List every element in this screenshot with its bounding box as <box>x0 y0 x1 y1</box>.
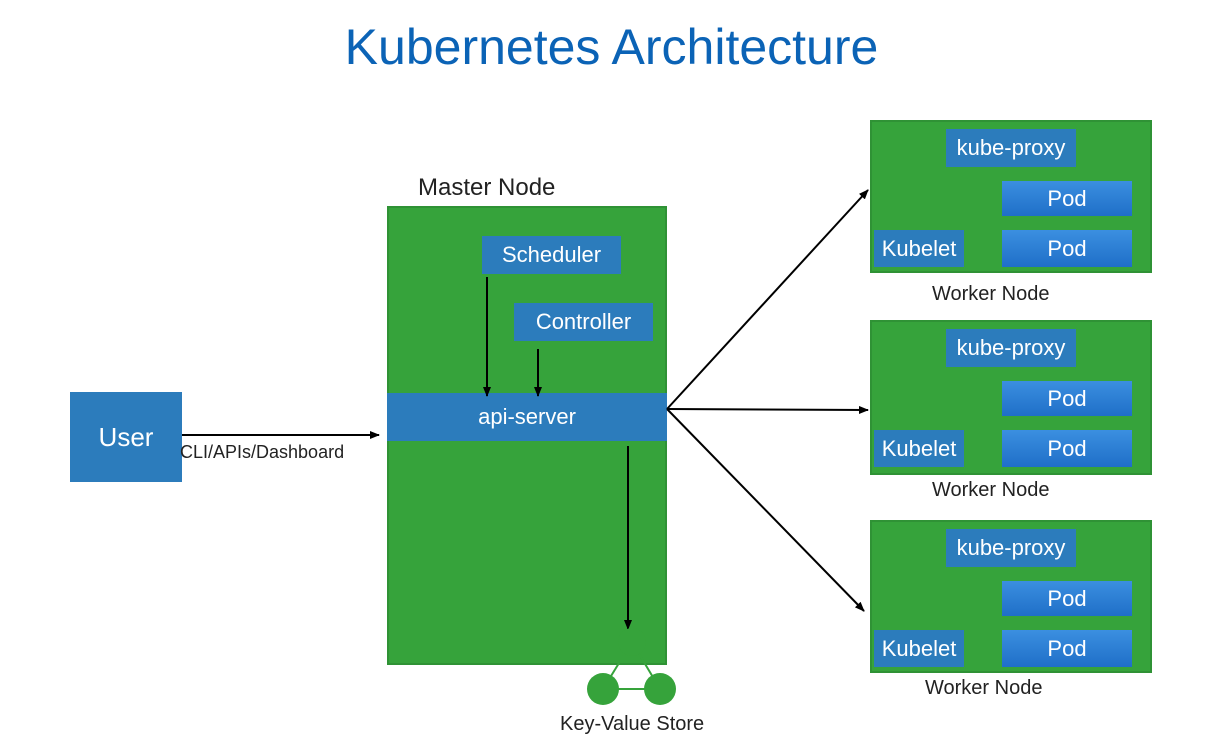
kubelet-box-1[interactable]: Kubelet <box>874 230 964 267</box>
api-server-box[interactable]: api-server <box>387 393 667 441</box>
diagram-title: Kubernetes Architecture <box>344 19 879 75</box>
scheduler-box[interactable]: Scheduler <box>482 236 621 274</box>
user-link-label: CLI/APIs/Dashboard <box>180 442 345 462</box>
kubelet-box-3[interactable]: Kubelet <box>874 630 964 667</box>
kube-proxy-box-1[interactable]: kube-proxy <box>946 129 1076 167</box>
kv-store-icon[interactable] <box>587 628 676 705</box>
api-server-label: api-server <box>478 404 576 429</box>
pod-box-1b[interactable]: Pod <box>1002 230 1132 267</box>
controller-label: Controller <box>535 309 632 334</box>
kv-node-left <box>587 673 619 705</box>
pod-label: Pod <box>1047 635 1087 661</box>
worker-node-label-1: Worker Node <box>932 283 1050 305</box>
kubelet-label: Kubelet <box>881 235 957 261</box>
kube-proxy-label: kube-proxy <box>956 135 1066 160</box>
worker-node-label-2: Worker Node <box>932 479 1050 501</box>
pod-box-2b[interactable]: Pod <box>1002 430 1132 467</box>
pod-box-3a[interactable]: Pod <box>1002 581 1132 616</box>
scheduler-label: Scheduler <box>501 242 602 267</box>
api-to-worker1-arrow <box>666 189 869 410</box>
api-to-worker2-arrow <box>666 405 869 414</box>
kv-node-right <box>644 673 676 705</box>
kv-store-label: Key-Value Store <box>560 713 705 735</box>
kv-node-top <box>618 628 646 656</box>
kubelet-label: Kubelet <box>881 435 957 461</box>
kube-proxy-box-3[interactable]: kube-proxy <box>946 529 1076 567</box>
kube-proxy-box-2[interactable]: kube-proxy <box>946 329 1076 367</box>
pod-box-1a[interactable]: Pod <box>1002 181 1132 216</box>
pod-label: Pod <box>1047 235 1087 261</box>
worker-node-label-3: Worker Node <box>925 677 1043 699</box>
kubelet-label: Kubelet <box>881 635 957 661</box>
kube-proxy-label: kube-proxy <box>956 335 1066 360</box>
pod-label: Pod <box>1047 385 1087 411</box>
kube-proxy-label: kube-proxy <box>956 535 1066 560</box>
pod-box-3b[interactable]: Pod <box>1002 630 1132 667</box>
kubelet-box-2[interactable]: Kubelet <box>874 430 964 467</box>
user-box[interactable]: User <box>70 392 182 482</box>
master-node-label: Master Node <box>418 174 556 201</box>
pod-label: Pod <box>1047 585 1087 611</box>
controller-box[interactable]: Controller <box>514 303 653 341</box>
user-label: User <box>98 421 154 452</box>
pod-box-2a[interactable]: Pod <box>1002 381 1132 416</box>
pod-label: Pod <box>1047 435 1087 461</box>
api-to-worker3-arrow <box>666 408 865 612</box>
pod-label: Pod <box>1047 185 1087 211</box>
